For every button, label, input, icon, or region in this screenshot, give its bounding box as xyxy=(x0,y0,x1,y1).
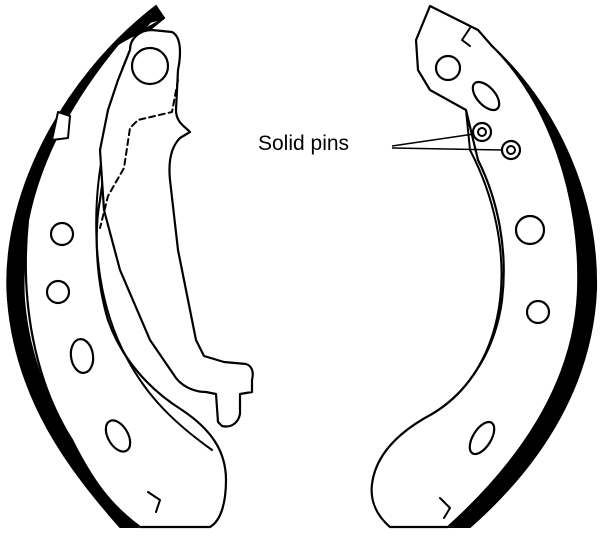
left-shoe-slot xyxy=(69,337,95,375)
left-lever-pivot-hole xyxy=(130,46,170,86)
right-shoe-hole xyxy=(514,214,546,246)
right-shoe-web-edge xyxy=(431,109,503,415)
right-shoe-hole xyxy=(434,54,462,82)
left-shoe-hole xyxy=(49,221,75,247)
left-shoe-notch xyxy=(147,491,161,513)
leader-line xyxy=(391,133,475,147)
left-lever-hidden-edge xyxy=(99,79,179,229)
solid-pin xyxy=(500,139,522,161)
left-shoe-tab xyxy=(51,111,71,141)
solid-pins-label: Solid pins xyxy=(258,132,349,155)
right-shoe-slot xyxy=(471,80,501,112)
right-shoe-notch xyxy=(461,27,471,47)
left-shoe-slot xyxy=(104,419,132,453)
right-shoe-notch xyxy=(439,497,451,519)
right-shoe-body xyxy=(370,4,580,529)
solid-pins-callout: Solid pins xyxy=(258,132,503,155)
left-shoe-hole xyxy=(45,279,71,305)
right-shoe-hole xyxy=(525,299,551,325)
leader-line xyxy=(391,147,503,151)
left-shoe-notch xyxy=(19,254,27,273)
right-shoe-notch xyxy=(577,254,587,275)
left-shoe-web-edge xyxy=(95,129,213,451)
solid-pin xyxy=(471,121,493,143)
right-brake-shoe xyxy=(370,4,598,529)
left-brake-shoe xyxy=(6,5,254,529)
right-shoe-slot xyxy=(468,420,496,456)
left-lever-arm xyxy=(98,28,254,428)
